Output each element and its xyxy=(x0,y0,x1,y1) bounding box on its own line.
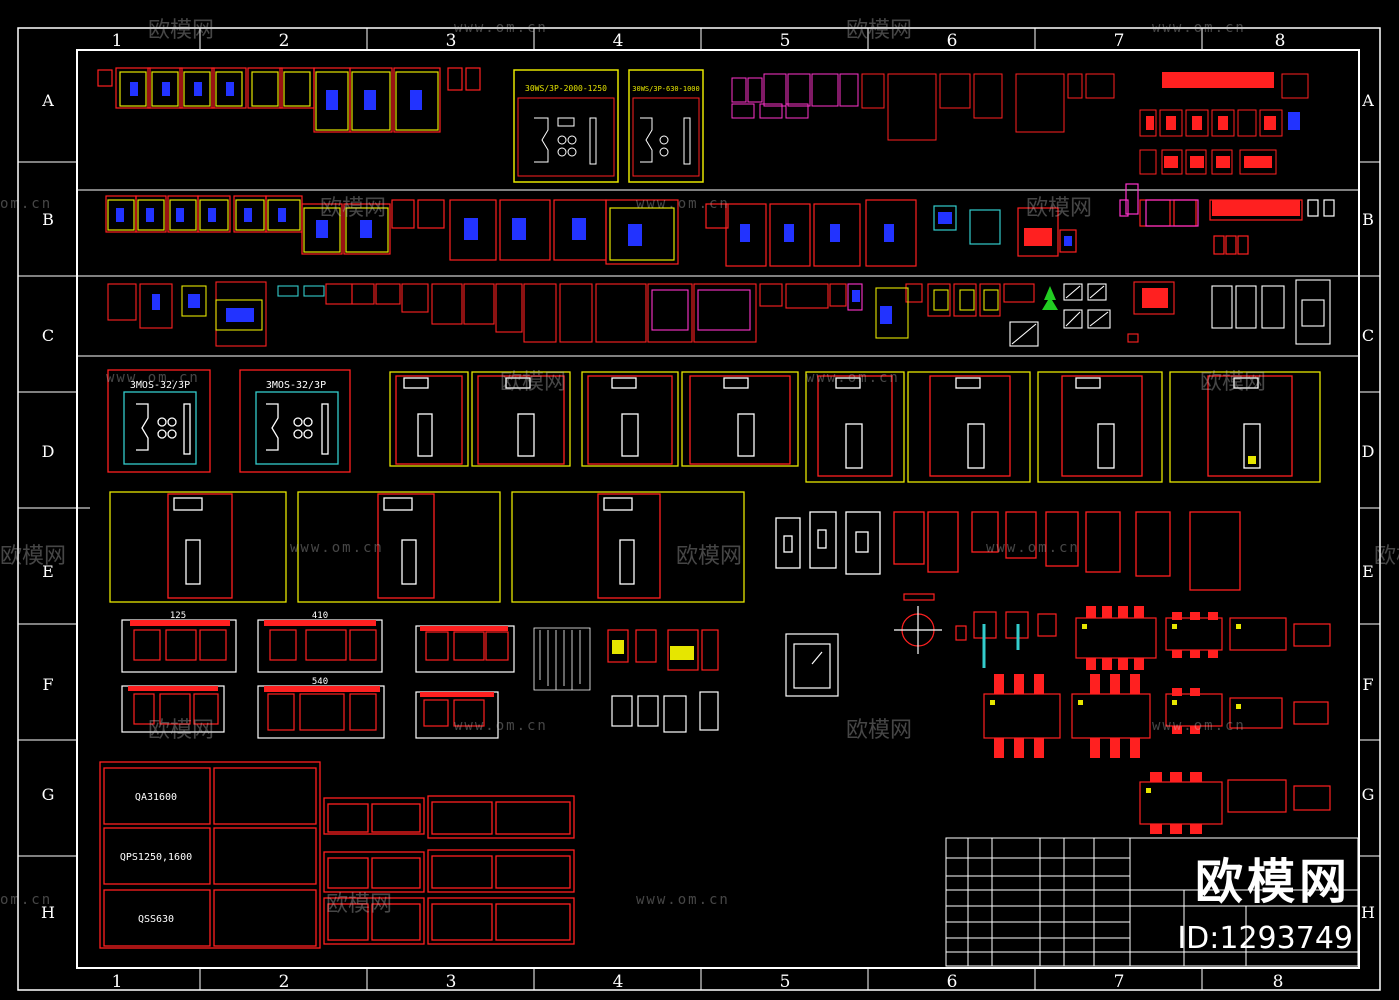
column-grid-ticks xyxy=(199,28,1203,990)
watermark-logo: 欧模网 xyxy=(1194,854,1351,910)
title-block xyxy=(945,837,1359,967)
row-label: C xyxy=(42,326,54,345)
col-label: 3 xyxy=(446,31,457,51)
block-label: QPS1250,1600 xyxy=(120,852,192,863)
row-f-components: 125 410 540 xyxy=(121,593,1331,834)
block-label: QA31600 xyxy=(135,792,177,803)
row-label: H xyxy=(1361,903,1375,922)
col-label: 6 xyxy=(947,972,958,992)
row-c-components xyxy=(107,279,1331,347)
col-label: 2 xyxy=(279,31,290,51)
col-label: 5 xyxy=(780,972,791,992)
block-label: QSS630 xyxy=(138,914,174,925)
col-label: 1 xyxy=(112,31,123,51)
row-label: F xyxy=(42,675,53,694)
row-g-h-panels: QA31600 QPS1250,1600 QSS630 xyxy=(99,761,575,949)
row-label: G xyxy=(1362,785,1375,804)
cabinet xyxy=(239,369,351,473)
col-label: 7 xyxy=(1114,31,1125,51)
row-label: D xyxy=(1362,442,1375,461)
row-grid-ticks xyxy=(18,161,1380,857)
section-dividers xyxy=(77,189,1359,357)
column-labels-top: 1 2 3 4 5 6 7 8 xyxy=(112,31,1286,51)
row-a-breakers xyxy=(97,67,481,133)
large-breaker-box xyxy=(513,69,619,183)
width-label: 410 xyxy=(312,611,328,621)
col-label: 4 xyxy=(613,972,624,992)
row-labels-right: A B C D E F G H xyxy=(1361,91,1375,922)
row-a-right-components xyxy=(731,72,1309,175)
row-d-cabinets: 3MOS-32/3P 3MOS-32/3P xyxy=(107,369,1321,483)
large-breaker-box xyxy=(628,69,704,183)
col-label: 3 xyxy=(446,972,457,992)
row-b-breakers xyxy=(105,183,1335,267)
row-label: E xyxy=(1362,562,1374,581)
cabinet-label: 3MOS-32/3P xyxy=(266,380,326,391)
col-label: 4 xyxy=(613,31,624,51)
col-label: 2 xyxy=(279,972,290,992)
row-label: D xyxy=(42,442,55,461)
watermark-id: ID:1293749 xyxy=(1177,921,1353,956)
row-label: E xyxy=(42,562,54,581)
drawing-frame xyxy=(76,49,1360,969)
row-label: F xyxy=(1362,675,1373,694)
row-label: H xyxy=(41,903,55,922)
sheet-outer-border xyxy=(17,27,1381,991)
col-label: 1 xyxy=(112,972,123,992)
row-label: B xyxy=(42,210,54,229)
row-label: A xyxy=(41,91,54,110)
row-label: G xyxy=(42,785,55,804)
large-breaker-label: 30WS/3P-2000-1250 xyxy=(525,84,607,93)
col-label: 6 xyxy=(947,31,958,51)
width-label: 125 xyxy=(170,611,186,621)
col-label: 8 xyxy=(1275,31,1286,51)
row-label: B xyxy=(1362,210,1374,229)
width-label: 540 xyxy=(312,677,328,687)
row-e-cabinets xyxy=(109,491,1241,603)
large-breaker-label: 30WS/3P-630-1000 xyxy=(632,85,699,93)
col-label: 7 xyxy=(1114,972,1125,992)
cabinet xyxy=(107,369,211,473)
cabinet-label: 3MOS-32/3P xyxy=(130,380,190,391)
tree-icon xyxy=(1042,286,1058,310)
row-label: A xyxy=(1361,91,1374,110)
row-label: C xyxy=(1362,326,1374,345)
col-label: 5 xyxy=(780,31,791,51)
row-labels-left: A B C D E F G H xyxy=(41,91,55,922)
column-labels-bottom: 1 2 3 4 5 6 7 8 xyxy=(112,972,1284,992)
row-a-large-units: 30WS/3P-2000-1250 30WS/3P-630-1000 xyxy=(513,69,704,183)
col-label: 8 xyxy=(1273,972,1284,992)
